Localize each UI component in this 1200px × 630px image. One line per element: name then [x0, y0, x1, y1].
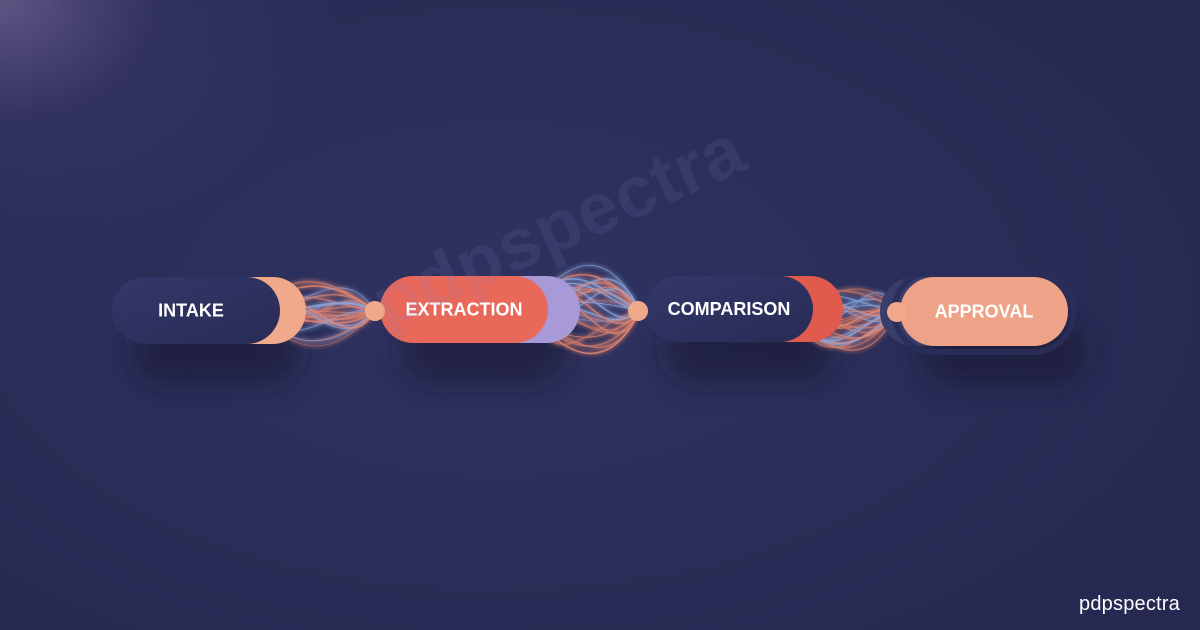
stage-body-extraction	[380, 276, 548, 343]
connector-node-2	[628, 301, 648, 321]
stage-body-approval	[900, 277, 1068, 346]
stage-label-extraction: EXTRACTION	[406, 300, 523, 320]
stage-pill-approval: APPROVAL	[880, 268, 1077, 355]
connector-node-1	[365, 301, 385, 321]
stage-label-approval: APPROVAL	[935, 302, 1034, 322]
stage-pill-comparison: COMPARISON	[645, 276, 843, 342]
stage-label-intake: INTAKE	[158, 301, 224, 321]
stage-body-intake	[112, 277, 280, 344]
stage-pill-intake: INTAKE	[112, 277, 306, 344]
stage-label-comparison: COMPARISON	[668, 299, 791, 319]
stage-body-comparison	[645, 276, 813, 342]
brand-label: pdpspectra	[1079, 593, 1180, 615]
stage-pill-extraction: EXTRACTION	[380, 276, 580, 343]
connector-node-3	[887, 302, 907, 322]
